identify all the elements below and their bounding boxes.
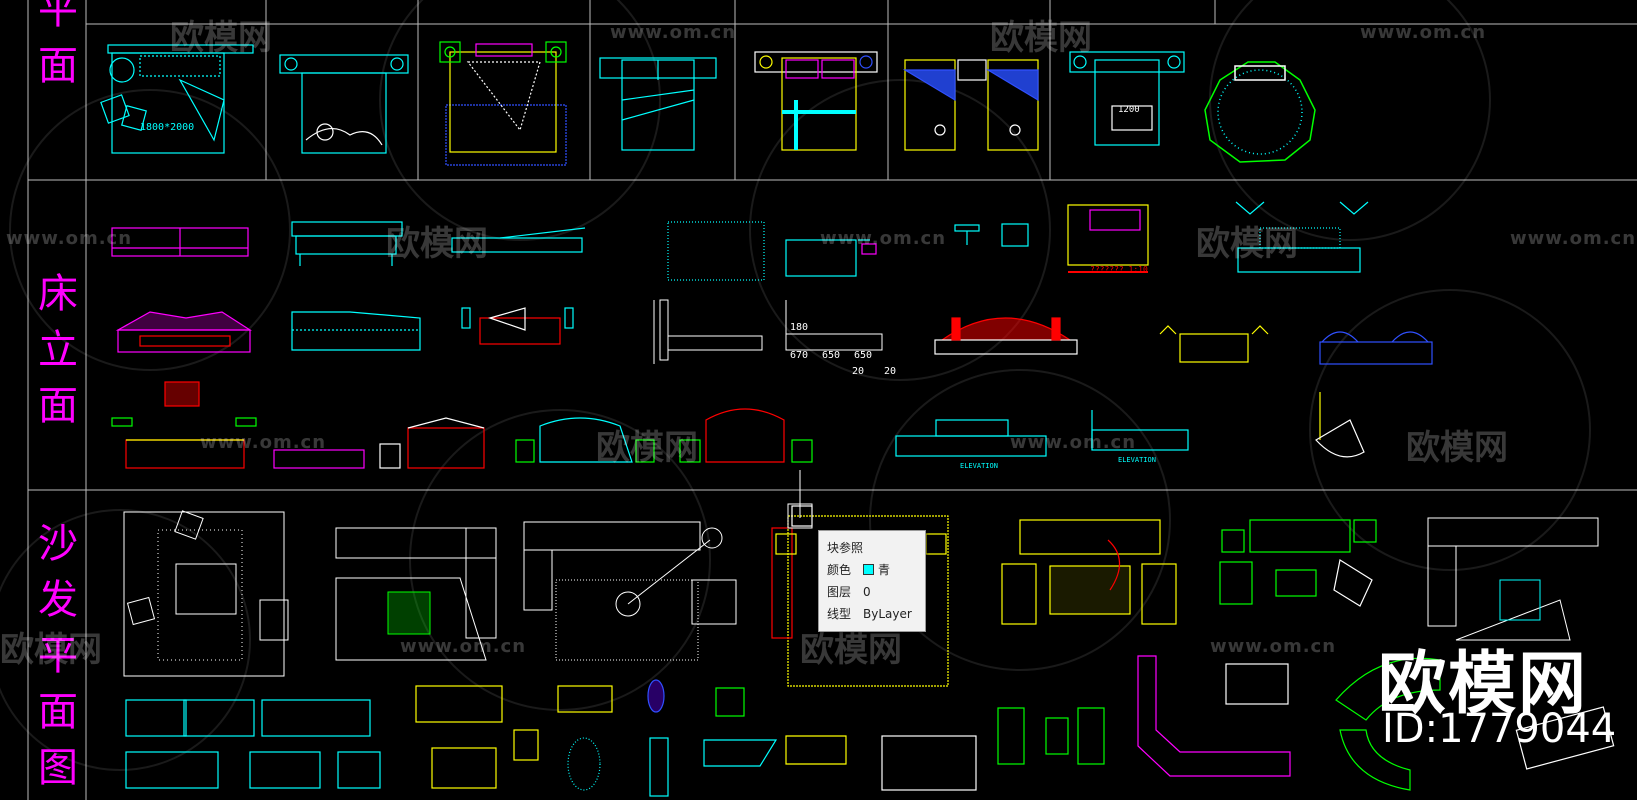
watermark-url: www.om.cn xyxy=(1210,636,1337,657)
section-label-sofa-plan: 沙 发 平 面 图 xyxy=(28,516,88,796)
drawing-annotations: 1800*2000 1200 180 670 650 650 20 20 ???… xyxy=(140,105,1156,470)
watermark-logo: 欧模网 xyxy=(386,224,488,264)
bed-elevation-11[interactable] xyxy=(934,317,1078,355)
bed-elevation-5[interactable] xyxy=(1067,204,1149,273)
bed-elevation-7[interactable] xyxy=(115,311,253,353)
section-label-bed-plan: 平 面 xyxy=(28,0,88,94)
tooltip-color-label: 颜色 xyxy=(827,563,852,577)
watermark-url: www.om.cn xyxy=(1360,22,1487,43)
bed-elevation-13[interactable] xyxy=(111,381,257,469)
bed-elevation-12[interactable] xyxy=(1159,325,1433,365)
tooltip-linetype-label: 线型 xyxy=(827,607,852,621)
block-reference-tooltip: 块参照 颜色 青 图层 0 线型 ByLayer xyxy=(818,530,926,632)
watermark-logo: 欧模网 xyxy=(0,630,102,670)
watermark-circles xyxy=(0,0,1591,771)
crosshair-cursor xyxy=(787,470,813,529)
sofa-plan-3[interactable] xyxy=(523,521,737,661)
sofa-plan-10[interactable] xyxy=(997,655,1291,777)
bed-plan-1[interactable] xyxy=(100,44,254,154)
sofa-plan-8[interactable] xyxy=(125,699,381,789)
section-label-sofa-plan-char-1: 发 xyxy=(38,577,78,623)
annotation-dim-670: 670 xyxy=(790,350,808,361)
bed-elevation-6[interactable] xyxy=(1235,201,1369,273)
sofa-plan-2[interactable] xyxy=(335,527,497,661)
brand-id: ID:1779044 xyxy=(1382,706,1617,752)
watermark-url: www.om.cn xyxy=(1010,432,1137,453)
bed-elevation-17[interactable] xyxy=(895,410,1189,457)
bed-elevation-14[interactable] xyxy=(273,417,485,469)
sofa-plan-1[interactable] xyxy=(123,510,289,677)
section-label-sofa-plan-char-3: 面 xyxy=(38,689,78,735)
sofa-plan-9[interactable] xyxy=(415,679,977,797)
tooltip-linetype-value: ByLayer xyxy=(863,607,912,621)
bed-plan-4[interactable] xyxy=(599,57,717,151)
tooltip-title: 块参照 xyxy=(827,541,864,555)
watermark-logo: 欧模网 xyxy=(170,18,272,58)
bed-elevation-8[interactable] xyxy=(291,311,421,351)
section-label-bed-plan-char-1: 平 xyxy=(38,0,78,33)
annotation-dim-180: 180 xyxy=(790,322,808,333)
annotation-bed-size: 1800*2000 xyxy=(140,122,194,133)
color-swatch-icon xyxy=(863,564,874,575)
section-label-bed-plan-char-2: 面 xyxy=(38,43,78,89)
watermark-logo: 欧模网 xyxy=(1196,224,1298,264)
bed-plan-6[interactable] xyxy=(902,59,1039,151)
watermark-logo: 欧模网 xyxy=(596,428,698,468)
annotation-dim-20b: 20 xyxy=(884,366,896,377)
sofa-plan-5[interactable] xyxy=(1001,519,1177,625)
bed-elevation-16[interactable] xyxy=(679,408,813,463)
watermark-url: www.om.cn xyxy=(6,228,133,249)
watermark-url: www.om.cn xyxy=(820,228,947,249)
section-label-sofa-plan-char-2: 平 xyxy=(38,633,78,679)
sofa-plan-11[interactable] xyxy=(1335,657,1615,791)
annotation-dim-650a: 650 xyxy=(822,350,840,361)
section-label-bed-elevation-char-0: 床 xyxy=(38,271,78,317)
sofa-plan-6[interactable] xyxy=(1219,519,1377,607)
watermark-url: www.om.cn xyxy=(1510,228,1637,249)
annotation-dim-20a: 20 xyxy=(852,366,864,377)
tooltip-layer-label: 图层 xyxy=(827,585,852,599)
sofa-plan-4[interactable] xyxy=(771,505,949,687)
bed-plan-3[interactable] xyxy=(439,41,567,166)
bed-elevation-1[interactable] xyxy=(111,227,249,257)
bed-elevation-2[interactable] xyxy=(291,221,586,266)
bed-elevation-18[interactable] xyxy=(1315,392,1365,458)
brand-name: 欧模网 xyxy=(1378,645,1589,724)
tooltip-color-value: 青 xyxy=(878,563,891,577)
tooltip-linetype-row: 线型 ByLayer xyxy=(827,605,912,622)
section-label-bed-elevation-char-1: 立 xyxy=(38,327,78,373)
bed-elevation-15[interactable] xyxy=(515,417,655,463)
bed-elevation-9[interactable] xyxy=(461,307,574,345)
watermark-logo: 欧模网 xyxy=(800,630,902,670)
bed-plan-5[interactable] xyxy=(754,51,878,151)
bed-elevation-10[interactable] xyxy=(653,299,883,364)
annotation-dim-650b: 650 xyxy=(854,350,872,361)
section-label-sofa-plan-char-4: 图 xyxy=(38,745,78,791)
watermark-url: www.om.cn xyxy=(610,22,737,43)
bed-plan-round[interactable] xyxy=(1204,61,1316,163)
bed-plan-7[interactable] xyxy=(1069,51,1185,146)
bed-elevation-3[interactable] xyxy=(667,221,877,281)
annotation-elevation-a: ELEVATION xyxy=(960,462,998,470)
watermark-logo: 欧模网 xyxy=(1406,428,1508,468)
tooltip-layer-value: 0 xyxy=(863,585,871,599)
watermark-url: www.om.cn xyxy=(400,636,527,657)
annotation-scale: ??????? 1:10 xyxy=(1090,265,1148,274)
annotation-elevation-b: ELEVATION xyxy=(1118,456,1156,464)
tooltip-color-row: 颜色 青 xyxy=(827,561,890,578)
table-grid xyxy=(27,0,1637,800)
section-label-bed-elevation-char-2: 面 xyxy=(38,383,78,429)
watermark-url: www.om.cn xyxy=(200,432,327,453)
section-label-bed-elevation: 床 立 面 xyxy=(28,266,88,434)
sofa-plan-7[interactable] xyxy=(1427,517,1599,641)
tooltip-layer-row: 图层 0 xyxy=(827,583,871,600)
watermark-logo: 欧模网 xyxy=(990,18,1092,58)
section-label-sofa-plan-char-0: 沙 xyxy=(38,521,78,567)
bed-elevation-4[interactable] xyxy=(954,223,1029,247)
bed-plan-2[interactable] xyxy=(279,54,409,154)
annotation-bed-small: 1200 xyxy=(1118,105,1140,115)
